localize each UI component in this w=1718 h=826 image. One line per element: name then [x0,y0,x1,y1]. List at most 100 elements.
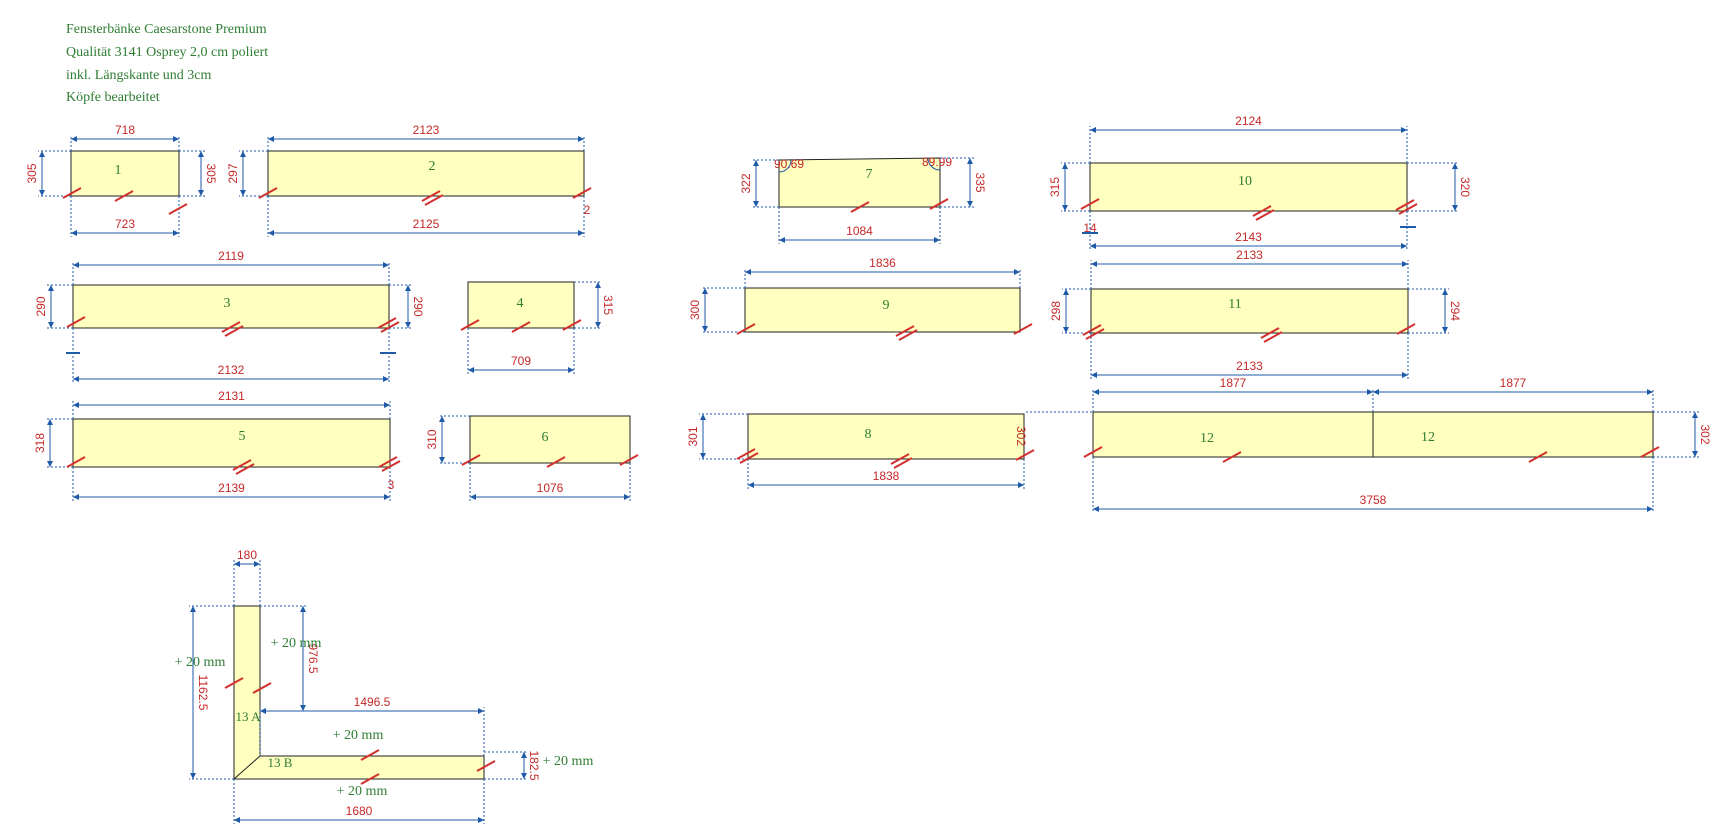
slab-12-total-dim-label: 3758 [1360,493,1387,507]
slab-4-right-dim-arrow-a [595,282,601,288]
slab-12-total-dim-arrow-a [1093,506,1099,512]
slab-12-total-dim-arrow-b [1647,506,1653,512]
corner-inner-height-dim-label: 976.5 [306,643,320,673]
slab-12-right-dim-arrow-b [1692,451,1698,457]
corner-top-width-dim-label: 180 [237,548,257,562]
corner-edge-mark-a [224,677,244,689]
slab-10-edge-mark-a [1080,198,1100,210]
slab-7-left-dim-label: 322 [739,173,753,193]
corner-allowance-inner: + 20 mm [271,636,322,651]
slab-5-edge-mark-c-b [381,460,401,472]
corner-allowance-top: + 20 mm [333,728,384,743]
slab-10-edge-mark-c-b [1398,203,1418,215]
slab-5-bottom-dim-label: 2139 [218,481,245,495]
slab-2 [267,150,585,197]
slab-10-top-dim-arrow-b [1401,127,1407,133]
slab-8-bottom-dim-arrow-b [1018,482,1024,488]
corner-allowance-left: + 20 mm [175,655,226,670]
corner-outer-height-dim-arrow-b [190,773,196,779]
slab-12-part-a [1092,411,1374,458]
slab-10 [1089,162,1408,212]
note-line-3: inkl. Längskante und 3cm [66,68,212,83]
corner-inner-length-dim-label: 1496.5 [354,695,391,709]
slab-6-left-dim-arrow-a [439,416,445,422]
slab-5-edge-mark-c [378,456,398,468]
corner-top-width-dim-arrow-a [234,561,240,567]
slab-11-edge-mark-c [1396,323,1416,335]
slab-8-edge-mark-b-b [893,457,913,469]
slab-7-bottom-dim-label: 1084 [846,224,873,238]
slab-12-edge-mark-a [1083,446,1103,458]
slab-6-bottom-dim-arrow-a [470,494,476,500]
corner-outer-height-dim-arrow-a [190,606,196,612]
slab-2-left-dim-arrow-a [240,151,246,157]
corner-inner-length-dim-arrow-b [478,708,484,714]
slab-9-edge-mark-a [736,323,756,335]
slab-2-edge-mark-b [421,190,441,202]
slab-5-bottom-dim-arrow-b [384,494,390,500]
slab-5-left-dim-arrow-b [47,461,53,467]
slab-2-top-dim-label: 2123 [413,123,440,137]
slab-2-number: 2 [429,159,436,174]
slab-4-bottom-dim-arrow-a [468,367,474,373]
slab-12-right-dim-label: 302 [1698,424,1712,444]
slab-2-edge-mark-c [572,187,592,199]
slab-1-top-dim-arrow-a [71,136,77,142]
slab-12-top-dim-a-label: 1877 [1220,376,1247,390]
slab-10-bottom-dim-arrow-a [1090,243,1096,249]
slab-7-angle-left: 90.69 [774,157,804,171]
corner-edge-mark-e [476,760,496,772]
slab-3-bottom-dim-arrow-a [73,376,79,382]
slab-1-right-dim-arrow-b [198,190,204,196]
slab-6-edge-mark-a [461,454,481,466]
slab-12-top-dim-a-arrow-b [1367,389,1373,395]
corner-end-height-dim-arrow-b [521,773,527,779]
slab-2-bottom-dim-arrow-b [578,230,584,236]
slab-12-edge-mark-d [1640,446,1660,458]
corner-edge-mark-b [252,682,272,694]
slab-2-edge-mark-a [258,187,278,199]
slab-1-edge-mark-b [114,190,134,202]
slab-3-edge-mark-b-b [224,325,244,337]
corner-13a-label: 13 A [236,709,262,724]
slab-11-edge-mark-b-b [1263,331,1283,343]
slab-10-right-dim-arrow-b [1452,205,1458,211]
slab-11-bottom-dim-label: 2133 [1236,359,1263,373]
slab-7-bottom-dim-arrow-a [779,237,785,243]
slab-3-edge-mark-c [377,317,397,329]
slab-12-edge-mark-c [1528,451,1548,463]
slab-3-number: 3 [224,296,231,311]
slab-11-bottom-dim-arrow-b [1402,372,1408,378]
slab-1-top-dim-label: 718 [115,123,135,137]
slab-9-left-dim-label: 300 [688,300,702,320]
slab-3-edge-mark-c-b [380,321,400,333]
slab-9-left-dim-arrow-a [702,288,708,294]
slab-10-bottom-dim-arrow-b [1401,243,1407,249]
slab-8-bottom-dim-arrow-a [748,482,754,488]
slab-7-angle-right: 89.99 [922,155,952,169]
slab-8-bottom-dim-label: 1838 [873,469,900,483]
slab-4-right-dim-label: 315 [601,295,615,315]
slab-11 [1090,288,1409,334]
corner-inner-length-dim-arrow-a [260,708,266,714]
slab-3-top-dim-label: 2119 [218,249,244,263]
corner-slab-13 [233,605,485,780]
slab-2-edge-mark-b-b [424,194,444,206]
slab-10-bottom-dim-label: 2143 [1235,230,1262,244]
slab-1 [70,150,180,197]
corner-slab-seam [233,755,261,780]
slab-5-left-dim-label: 318 [33,433,47,453]
slab-1-left-dim-arrow-a [39,151,45,157]
slab-10-edge-mark-b [1252,205,1272,217]
slab-11-top-dim-arrow-b [1402,261,1408,267]
slab-11-top-dim-label: 2133 [1236,248,1263,262]
slab-7-left-dim-arrow-b [753,201,759,207]
slab-5-edge-mark-a [66,456,86,468]
slab-5-top-dim-label: 2131 [218,389,245,403]
corner-outer-height-dim-label: 1162.5 [196,675,210,711]
slab-12-number-b: 12 [1421,430,1435,445]
slab-4-right-dim-arrow-b [595,322,601,328]
note-line-4: Köpfe bearbeitet [66,90,160,105]
slab-1-top-dim-arrow-b [173,136,179,142]
